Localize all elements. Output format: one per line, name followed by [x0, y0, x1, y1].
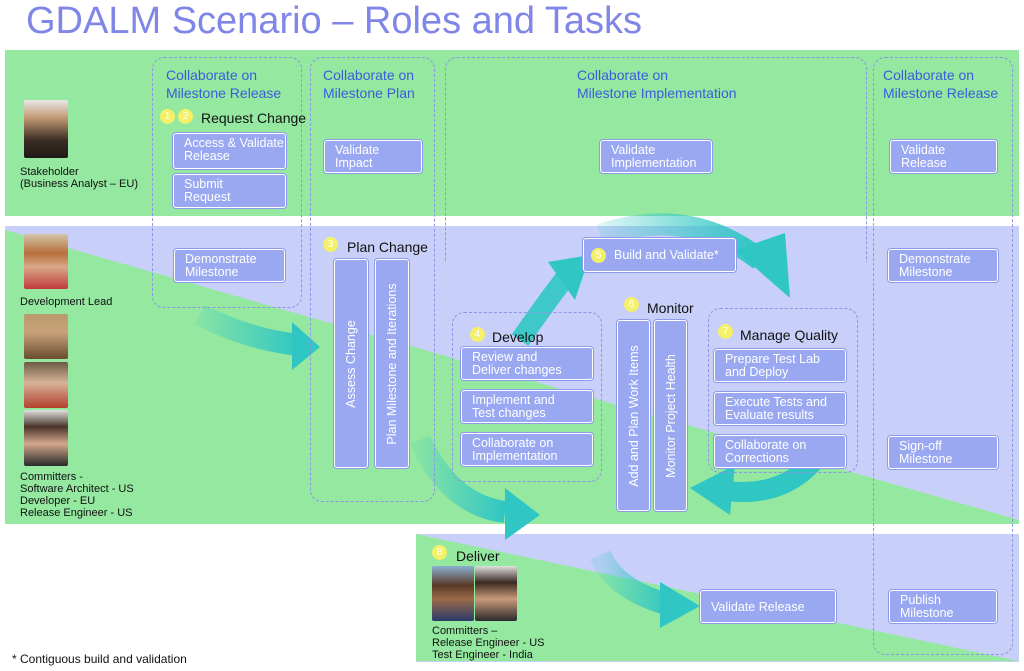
phase-deliver: Deliver	[456, 548, 500, 564]
task-demonstrate-milestone-right[interactable]: Demonstrate Milestone	[888, 249, 998, 282]
task-access-validate-release[interactable]: Access & Validate Release	[173, 133, 286, 169]
column-frame-plan	[310, 57, 435, 502]
column-frame-release-left	[152, 57, 302, 308]
task-add-plan-work-items-label: Add and Plan Work Items	[626, 344, 641, 487]
deliver-committers-role: Committers – Release Engineer - US Test …	[432, 625, 545, 661]
column-frame-release-right	[873, 57, 1013, 655]
phase-monitor: Monitor	[647, 300, 694, 316]
task-plan-milestone-iterations[interactable]: Plan Milestone and Iterations	[375, 259, 409, 468]
column-heading-release-right: Collaborate on Milestone Release	[883, 67, 999, 101]
phase-request-change: Request Change	[201, 110, 307, 126]
committers-role: Committers - Software Architect - US Dev…	[20, 471, 134, 519]
step-badge-5: 5	[591, 248, 606, 263]
step-badge-8: 8	[432, 545, 447, 560]
developer-photo	[24, 362, 68, 408]
task-review-deliver-changes[interactable]: Review and Deliver changes	[461, 347, 593, 380]
dev-lead-role: Development Lead	[20, 296, 113, 308]
task-monitor-project-health-label: Monitor Project Health	[663, 353, 678, 478]
deliver-arrow	[505, 488, 540, 540]
step-badge-3: 3	[323, 237, 338, 252]
column-heading-implementation: Collaborate on Milestone Implementation	[577, 67, 737, 101]
task-implement-test-changes[interactable]: Implement and Test changes	[461, 390, 593, 423]
task-add-plan-work-items[interactable]: Add and Plan Work Items	[617, 320, 650, 511]
stakeholder-photo	[24, 100, 68, 158]
task-publish-milestone[interactable]: Publish Milestone	[889, 590, 997, 623]
manage-quality-frame	[708, 308, 858, 473]
phase-manage-quality: Manage Quality	[740, 327, 839, 343]
task-plan-milestone-iterations-label: Plan Milestone and Iterations	[385, 282, 399, 445]
build-validate-label: Build and Validate*	[614, 248, 719, 262]
step-badge-2: 2	[178, 109, 193, 124]
page-title: GDALM Scenario – Roles and Tasks	[26, 0, 643, 42]
task-prepare-test-lab[interactable]: Prepare Test Lab and Deploy	[714, 349, 846, 382]
task-validate-impact[interactable]: Validate Impact	[324, 140, 422, 173]
phase-plan-change: Plan Change	[347, 239, 428, 255]
dev-lead-photo	[24, 234, 68, 289]
build-validate-box[interactable]: Build and Validate*	[583, 238, 736, 272]
task-assess-change[interactable]: Assess Change	[334, 259, 368, 468]
task-assess-change-label: Assess Change	[344, 319, 358, 408]
step-badge-4: 4	[470, 327, 485, 342]
step-badge-1: 1	[160, 109, 175, 124]
develop-frame	[452, 312, 602, 482]
stakeholder-role: Stakeholder (Business Analyst – EU)	[20, 166, 138, 190]
task-sign-off-milestone[interactable]: Sign-off Milestone	[888, 436, 998, 469]
deliver-release-engineer-photo	[432, 566, 474, 621]
task-collaborate-implementation[interactable]: Collaborate on Implementation	[461, 433, 593, 466]
task-validate-release-bottom[interactable]: Validate Release	[700, 590, 836, 623]
footnote: * Contiguous build and validation	[12, 652, 187, 666]
column-heading-plan: Collaborate on Milestone Plan	[323, 67, 415, 101]
phase-develop: Develop	[492, 329, 544, 345]
software-architect-photo	[24, 314, 68, 359]
task-validate-release-top[interactable]: Validate Release	[890, 140, 997, 173]
step-badge-6: 6	[624, 297, 639, 312]
column-frame-implementation	[445, 57, 867, 262]
task-monitor-project-health[interactable]: Monitor Project Health	[654, 320, 687, 511]
task-submit-request[interactable]: Submit Request	[173, 174, 286, 208]
task-collaborate-corrections[interactable]: Collaborate on Corrections	[714, 435, 846, 468]
column-heading-release-left: Collaborate on Milestone Release	[166, 67, 282, 101]
step-badge-7: 7	[718, 324, 733, 339]
task-validate-implementation[interactable]: Validate Implementation	[600, 140, 712, 173]
deliver-test-engineer-photo	[475, 566, 517, 621]
task-execute-tests[interactable]: Execute Tests and Evaluate results	[714, 392, 846, 425]
task-demonstrate-milestone-left[interactable]: Demonstrate Milestone	[174, 249, 285, 282]
release-engineer-photo	[24, 410, 68, 466]
